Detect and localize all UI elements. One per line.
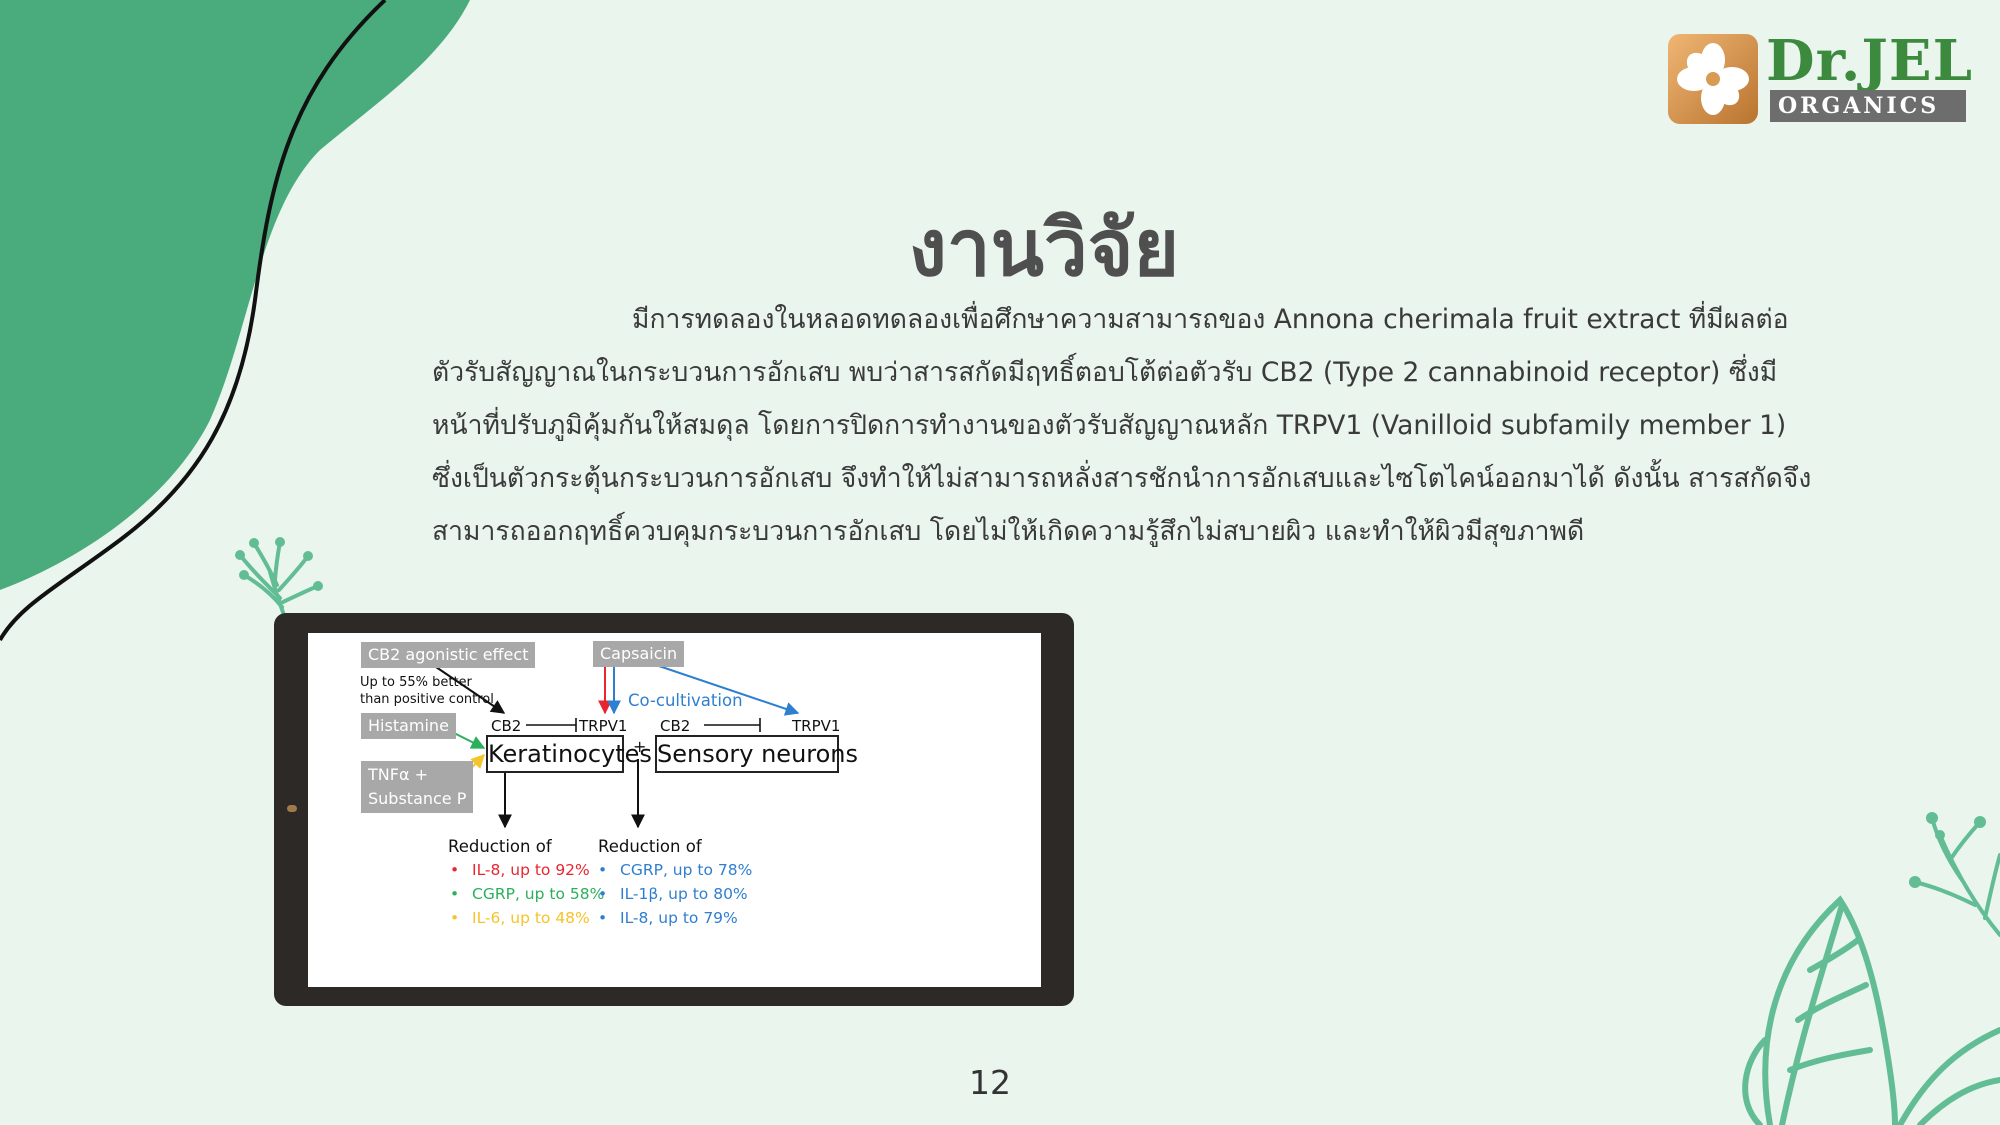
tag-capsaicin: Capsaicin (593, 641, 685, 667)
tag-histamine: Histamine (361, 713, 456, 739)
tablet-frame: CB2 agonistic effect Capsaicin Histamine… (274, 613, 1074, 1006)
keratinocytes-cb2-label: CB2 (491, 717, 522, 735)
bullet: • (450, 885, 460, 903)
reduction-left-item-1: • IL-8, up to 92% (450, 858, 590, 883)
arrow-capsaicin-blue-2 (655, 664, 800, 716)
tag-tnf-line1: TNFα + (368, 765, 428, 784)
sensory-neurons-box: Sensory neurons (655, 735, 858, 773)
tag-tnf-line2: Substance P (368, 789, 467, 808)
paragraph-line-3: หน้าที่ปรับภูมิคุ้มกันให้สมดุล โดยการปิด… (432, 410, 1787, 441)
green-blob (0, 0, 470, 590)
paragraph-line-5: สามารถออกฤทธิ์ควบคุมกระบวนการอักเสบ โดยไ… (432, 516, 1585, 547)
reduction-left-text-1: IL-8, up to 92% (472, 861, 590, 879)
co-cultivation-label: Co-cultivation (628, 691, 743, 710)
sprig-bottom-right-icon (1913, 816, 2000, 937)
reduction-left-heading: Reduction of (448, 837, 552, 856)
dr-jel-organics-logo: Dr.JEL ORGANICS (1668, 28, 1980, 126)
sensory-trpv1-label: TRPV1 (792, 717, 841, 735)
sensory-cb2-label: CB2 (660, 717, 691, 735)
logo-brand-text: Dr.JEL (1766, 28, 1973, 94)
paragraph-line-2: ตัวรับสัญญาณในกระบวนการอักเสบ พบว่าสารสก… (432, 357, 1778, 388)
bullet: • (598, 885, 608, 903)
black-curve-line (0, 0, 387, 641)
bullet: • (450, 909, 460, 927)
reduction-right-text-2: IL-1β, up to 80% (620, 885, 748, 903)
keratinocytes-trpv1-label: TRPV1 (579, 717, 628, 735)
reduction-right-item-1: • CGRP, up to 78% (598, 858, 752, 883)
reduction-left-text-2: CGRP, up to 58% (472, 885, 605, 903)
tag-cb2-agonistic: CB2 agonistic effect (361, 642, 536, 668)
page-number: 12 (969, 1063, 1011, 1102)
bullet: • (450, 861, 460, 879)
paragraph-line-4: ซึ่งเป็นตัวกระตุ้นกระบวนการอักเสบ จึงทำใ… (432, 463, 1812, 494)
agonist-note: Up to 55% better than positive control (360, 674, 494, 708)
diagram-screen: CB2 agonistic effect Capsaicin Histamine… (308, 633, 1041, 987)
bullet: • (598, 909, 608, 927)
reduction-left-item-2: • CGRP, up to 58% (450, 882, 604, 907)
keratinocytes-box: Keratinocytes (486, 735, 652, 773)
reduction-right-heading: Reduction of (598, 837, 702, 856)
agonist-note-line1: Up to 55% better (360, 675, 472, 690)
research-paragraph: มีการทดลองในหลอดทดลองเพื่อศึกษาความสามาร… (432, 293, 1872, 558)
plus-sign: + (633, 737, 647, 756)
logo-sub-text: ORGANICS (1770, 90, 1966, 122)
reduction-right-text-3: IL-8, up to 79% (620, 909, 738, 927)
reduction-right-item-3: • IL-8, up to 79% (598, 906, 738, 931)
arrow-agonist-to-cb2 (435, 666, 506, 714)
page-title: งานวิจัย (908, 204, 1180, 294)
bullet: • (598, 861, 608, 879)
reduction-right-item-2: • IL-1β, up to 80% (598, 882, 748, 907)
tag-tnf-substance-p: TNFα + Substance P (361, 761, 474, 813)
reduction-right-text-1: CGRP, up to 78% (620, 861, 753, 879)
tablet-camera (287, 805, 297, 812)
reduction-left-item-3: • IL-6, up to 48% (450, 906, 590, 931)
flower-logo-icon (1668, 34, 1758, 124)
reduction-left-text-3: IL-6, up to 48% (472, 909, 590, 927)
agonist-note-line2: than positive control (360, 692, 494, 707)
leaf-bottom-right-icon (1742, 895, 2000, 1125)
diagram-arrows (435, 664, 800, 829)
paragraph-line-1: มีการทดลองในหลอดทดลองเพื่อศึกษาความสามาร… (632, 304, 1789, 335)
